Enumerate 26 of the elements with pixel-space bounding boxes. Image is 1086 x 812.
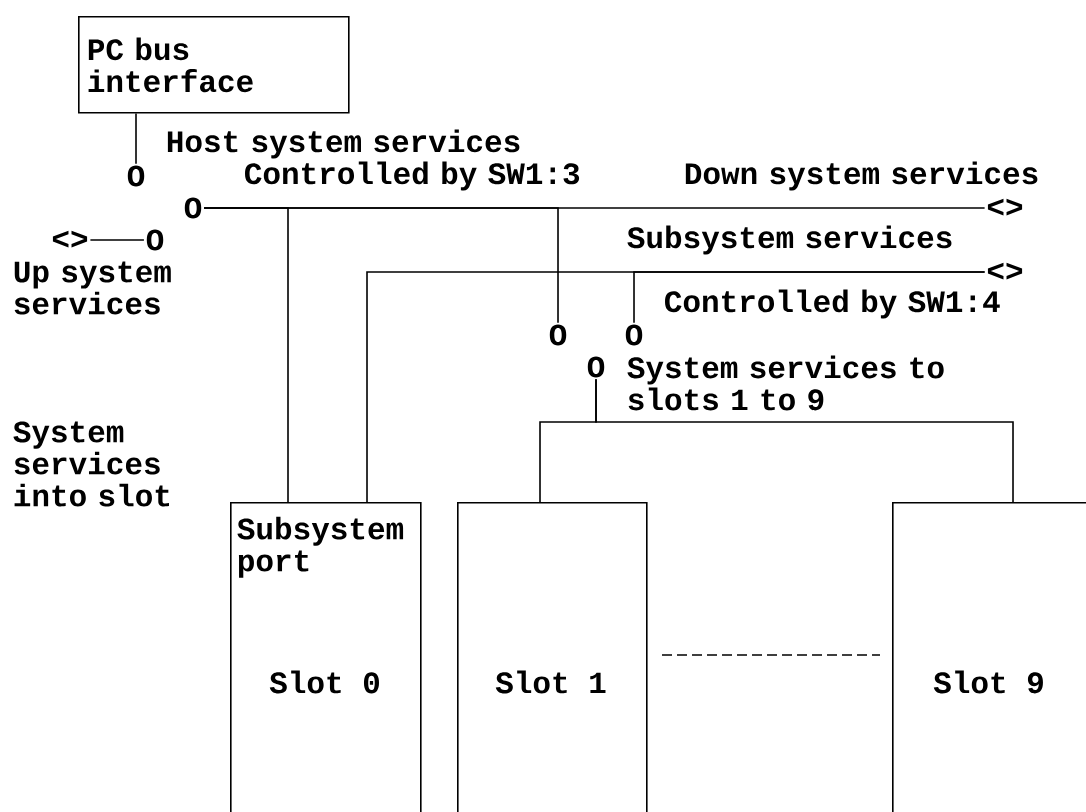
slot-box: Subsystem port Slot 0 <box>230 502 422 812</box>
terminal-symbol: O <box>625 324 643 346</box>
connector-line <box>203 207 559 324</box>
terminal-symbol: O <box>587 356 605 378</box>
terminal-symbol: O <box>549 324 567 346</box>
label-text: Subsystem services <box>627 225 952 255</box>
terminal-symbol: <> <box>52 230 88 248</box>
terminal-symbol: <> <box>987 262 1023 280</box>
slot-box: Slot 9 <box>892 502 1086 812</box>
connector-line <box>135 112 137 165</box>
label-text: Up system services <box>14 261 171 315</box>
connector-line <box>89 239 145 241</box>
connector-line <box>633 271 986 324</box>
label-text: Host system services <box>167 129 520 159</box>
terminal-symbol: <> <box>987 198 1023 216</box>
terminal-symbol: O <box>127 165 145 187</box>
interface-box: PC bus interface <box>78 16 350 114</box>
label-text: Controlled by SW1:3 <box>245 161 580 191</box>
terminal-symbol: O <box>184 197 202 219</box>
label-text: System services into slot <box>13 421 169 507</box>
label-text: Controlled by SW1:4 <box>665 289 1000 319</box>
terminal-symbol: O <box>146 229 164 251</box>
label-text: System services to slots 1 to 9 <box>627 355 944 411</box>
label-text: Down system services <box>685 161 1038 191</box>
connector-line <box>595 378 1014 503</box>
slot-box: Slot 1 <box>457 502 648 812</box>
